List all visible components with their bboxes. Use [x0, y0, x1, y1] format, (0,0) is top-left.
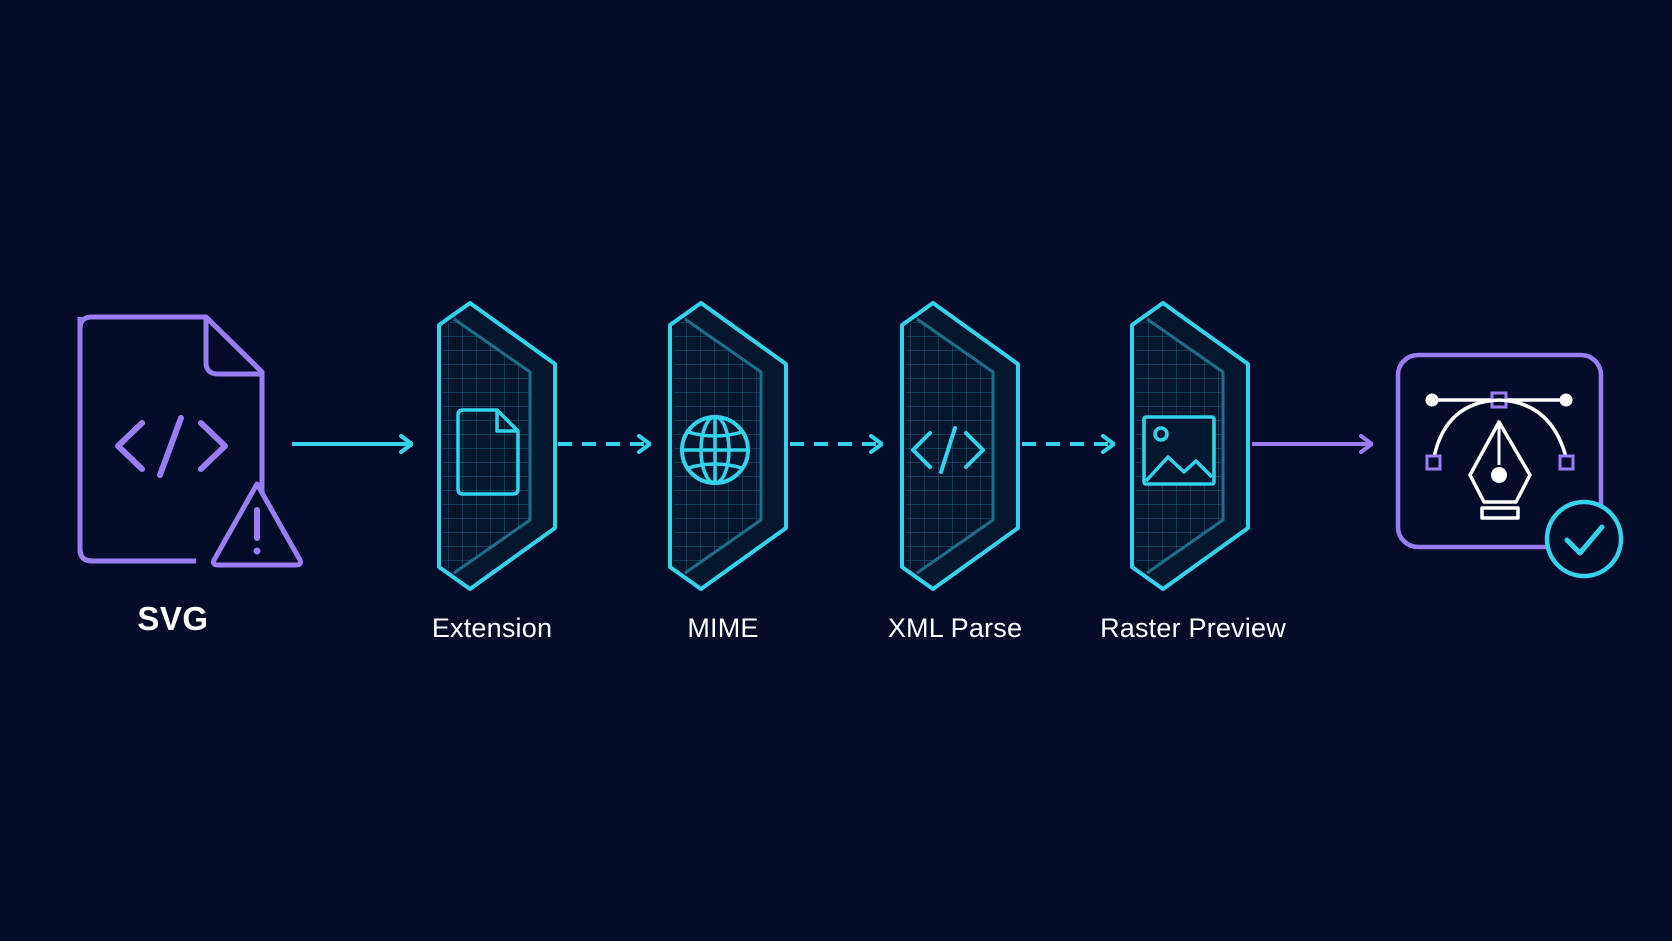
- source-label: SVG: [137, 600, 209, 637]
- stage-label-mime: MIME: [687, 613, 759, 643]
- stage-panel-extension: [437, 301, 557, 591]
- document-icon: [456, 408, 520, 496]
- warning-triangle-icon: [211, 481, 303, 568]
- globe-icon: [680, 415, 750, 485]
- image-icon: [1142, 415, 1216, 486]
- stage-label-xml-parse: XML Parse: [887, 613, 1023, 643]
- svg-file-code-icon: [77, 314, 282, 564]
- vector-pen-tool-icon: [1395, 352, 1604, 550]
- stage-label-raster-preview: Raster Preview: [1100, 613, 1286, 643]
- check-circle-icon: [1544, 499, 1624, 579]
- code-brackets-icon: [911, 426, 985, 474]
- stage-label-extension: Extension: [431, 613, 553, 643]
